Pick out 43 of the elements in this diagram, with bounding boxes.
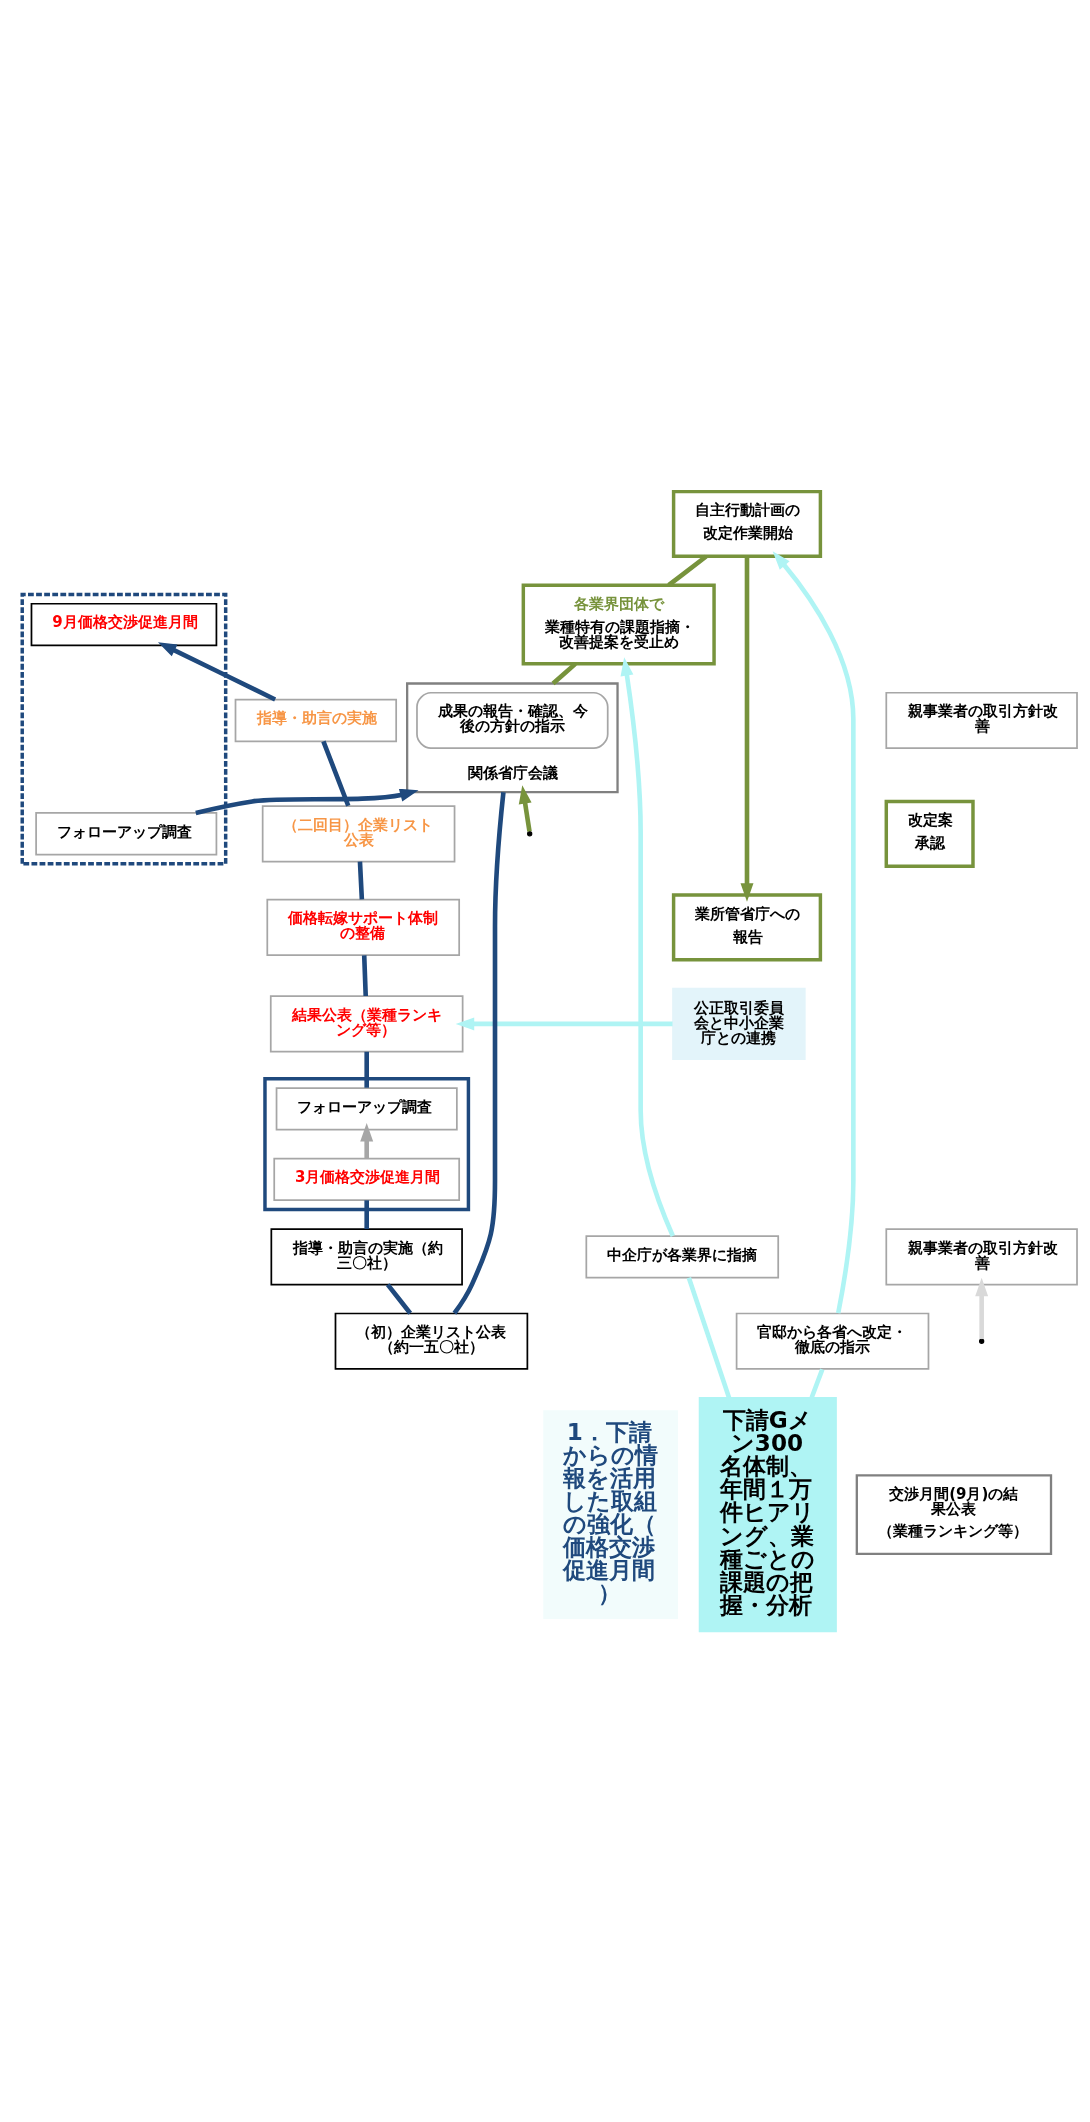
node-box: 下請Gメン300名体制、年間１万件ヒアリング、業種ごとの課題の把握・分析 [698,1396,837,1632]
cluster [263,1076,471,1211]
connector [321,740,351,807]
node-box: 改定案 承認 [884,799,975,868]
arrow [195,788,419,815]
connector [667,554,708,587]
node-box: 公正取引委員会と中小企業庁との連携 [672,987,806,1060]
connector [357,861,365,899]
arrow [360,1122,374,1158]
connector [364,1051,369,1088]
arrow [518,784,532,832]
node-box: 指導・助言の実施（約三〇社） [270,1227,463,1285]
node-box: 官邸から各省へ改定・徹底の指示 [735,1312,930,1370]
node-box: 交渉月間(9月)の結果公表 （業種ランキング等） [855,1473,1053,1555]
connector [809,1368,825,1398]
arrow [975,1277,989,1339]
arrow [772,550,856,1314]
node-box: 自主行動計画の 改定作業開始 [671,489,823,558]
arrow [455,1016,673,1030]
node-box: 成果の報告・確認、今後の方針の指示 [416,691,609,749]
node-box: 親事業者の取引方針改善 [885,1227,1078,1285]
connector [686,1276,732,1398]
node-box: 価格転嫁サポート体制の整備 [266,898,461,956]
node-box: 親事業者の取引方針改善 [885,691,1078,749]
node-box: 各業界団体で 業種特有の課題指摘・改善提案を受止め [521,583,716,666]
arrow [620,656,675,1237]
node-box: フォローアップ調査 [275,1086,458,1131]
connector [452,791,506,1315]
node-box: 9月価格交渉促進月間 [30,602,218,646]
arrow [157,641,277,702]
connector [364,1199,369,1229]
node-box: 結果公表（業種ランキング等） [269,994,464,1053]
connector [385,1282,413,1315]
node-box: （初）企業リスト公表（約一五〇社） [334,1312,529,1370]
arrow [740,555,754,902]
node-box: 指導・助言の実施 [234,698,398,742]
connector [361,954,368,996]
node-box: 3月価格交渉促進月間 [273,1157,461,1201]
node-box: 中企庁が各業界に指摘 [585,1234,780,1279]
node-box: 業所管省庁への 報告 [671,892,823,961]
node-box: （二回目）企業リスト公表 [261,804,456,862]
node-box: フォローアップ調査 [35,811,218,855]
cluster [20,592,228,866]
